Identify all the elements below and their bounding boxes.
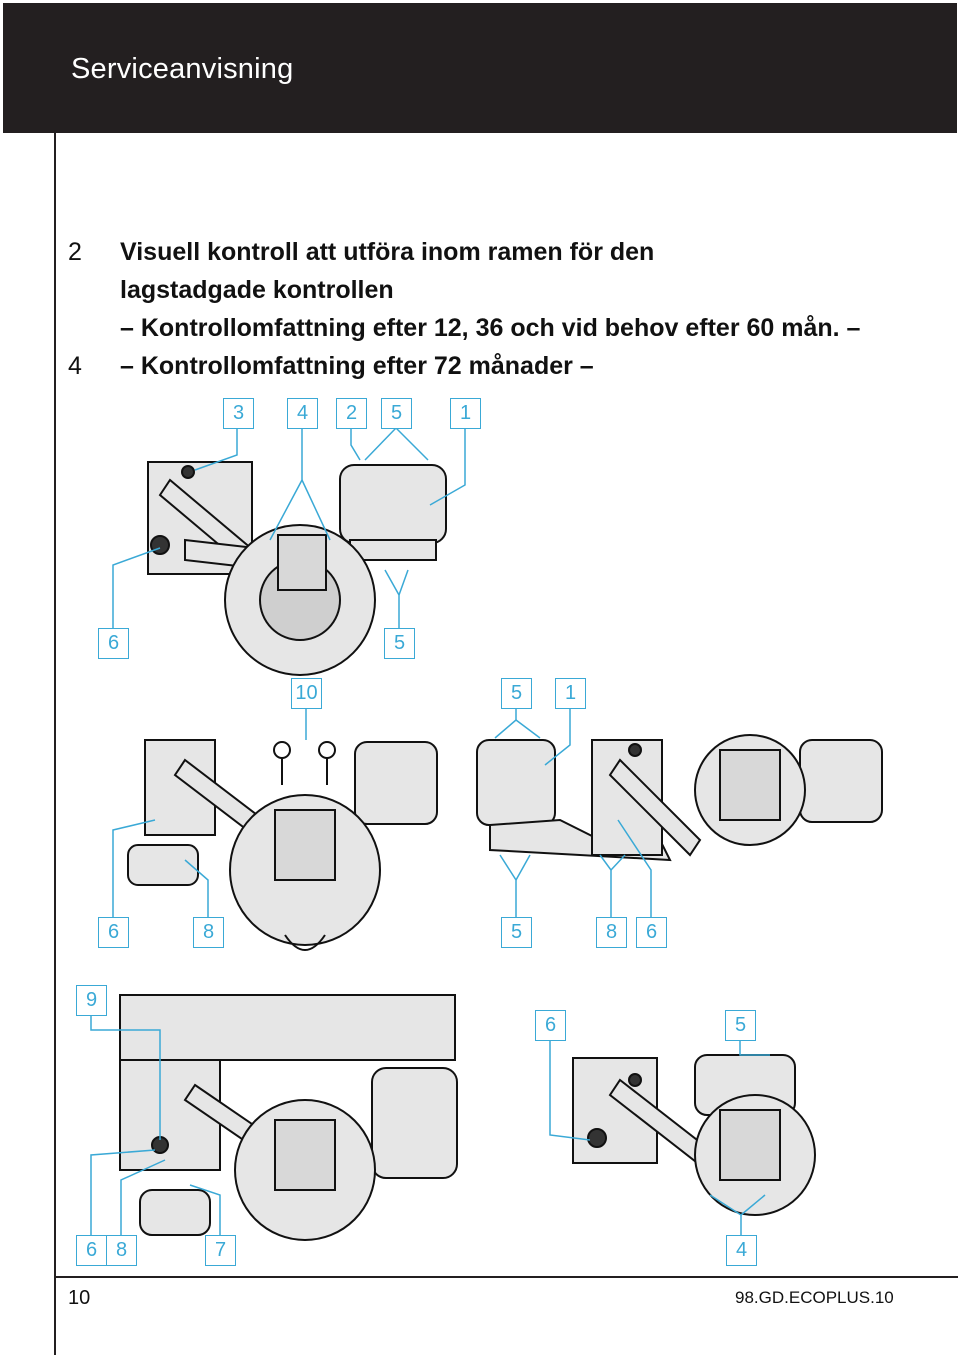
callout-8: 8 [193, 917, 224, 948]
callout-6: 6 [636, 917, 667, 948]
figure-5-drawing [572, 1054, 816, 1216]
callout-6: 6 [535, 1010, 566, 1041]
callout-3: 3 [223, 398, 254, 429]
callout-5: 5 [381, 398, 412, 429]
callout-6: 6 [76, 1235, 107, 1266]
item-number-2: 2 [68, 238, 82, 266]
callout-5: 5 [501, 678, 532, 709]
figure-1-drawing [147, 461, 447, 676]
page-title: Serviceanvisning [71, 53, 294, 85]
callout-9: 9 [76, 985, 107, 1016]
callout-4: 4 [287, 398, 318, 429]
callout-5: 5 [725, 1010, 756, 1041]
left-rule [54, 133, 56, 1355]
document-code: 98.GD.ECOPLUS.10 [735, 1288, 894, 1307]
inspection-scope-72: – Kontrollomfattning efter 72 månader – [120, 352, 594, 380]
figure-3-drawing [476, 734, 883, 862]
callout-8: 8 [596, 917, 627, 948]
callout-10: 10 [291, 678, 322, 709]
figure-4-drawing [119, 994, 458, 1241]
page-number: 10 [68, 1287, 91, 1309]
item-number-4: 4 [68, 352, 82, 380]
callout-8: 8 [106, 1235, 137, 1266]
header-bar: Serviceanvisning [3, 3, 957, 133]
footer-rule [54, 1276, 958, 1278]
callout-7: 7 [205, 1235, 236, 1266]
callout-4: 4 [726, 1235, 757, 1266]
intro-heading-line1: Visuell kontroll att utföra inom ramen f… [120, 238, 655, 266]
callout-1: 1 [450, 398, 481, 429]
callout-1: 1 [555, 678, 586, 709]
callout-6: 6 [98, 628, 129, 659]
callout-2: 2 [336, 398, 367, 429]
inspection-scope-periodic: – Kontrollomfattning efter 12, 36 och vi… [120, 314, 861, 342]
callout-5: 5 [501, 917, 532, 948]
callout-5: 5 [384, 628, 415, 659]
intro-heading-line2: lagstadgade kontrollen [120, 276, 394, 304]
figure-2-drawing [127, 739, 438, 951]
callout-6: 6 [98, 917, 129, 948]
